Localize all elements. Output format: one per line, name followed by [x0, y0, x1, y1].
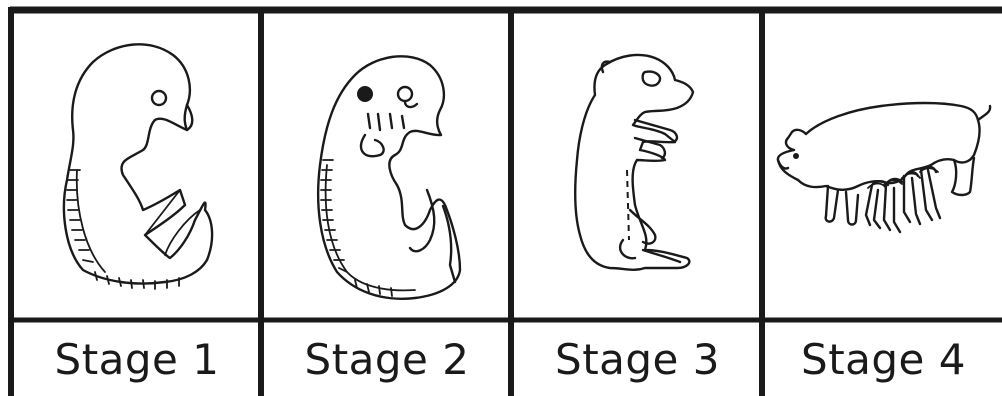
stage-3-fetus-illustration: [515, 10, 759, 319]
stage-3-label: Stage 3: [555, 334, 720, 384]
stage-1-label: Stage 1: [54, 334, 220, 384]
stage-4-sow-piglets-illustration: [766, 10, 1002, 319]
stage-2-label: Stage 2: [304, 334, 470, 384]
stage-2-embryo-illustration: [265, 10, 508, 319]
stage-1-embryo-illustration: [15, 10, 258, 319]
stage-4-label: Stage 4: [801, 334, 966, 384]
